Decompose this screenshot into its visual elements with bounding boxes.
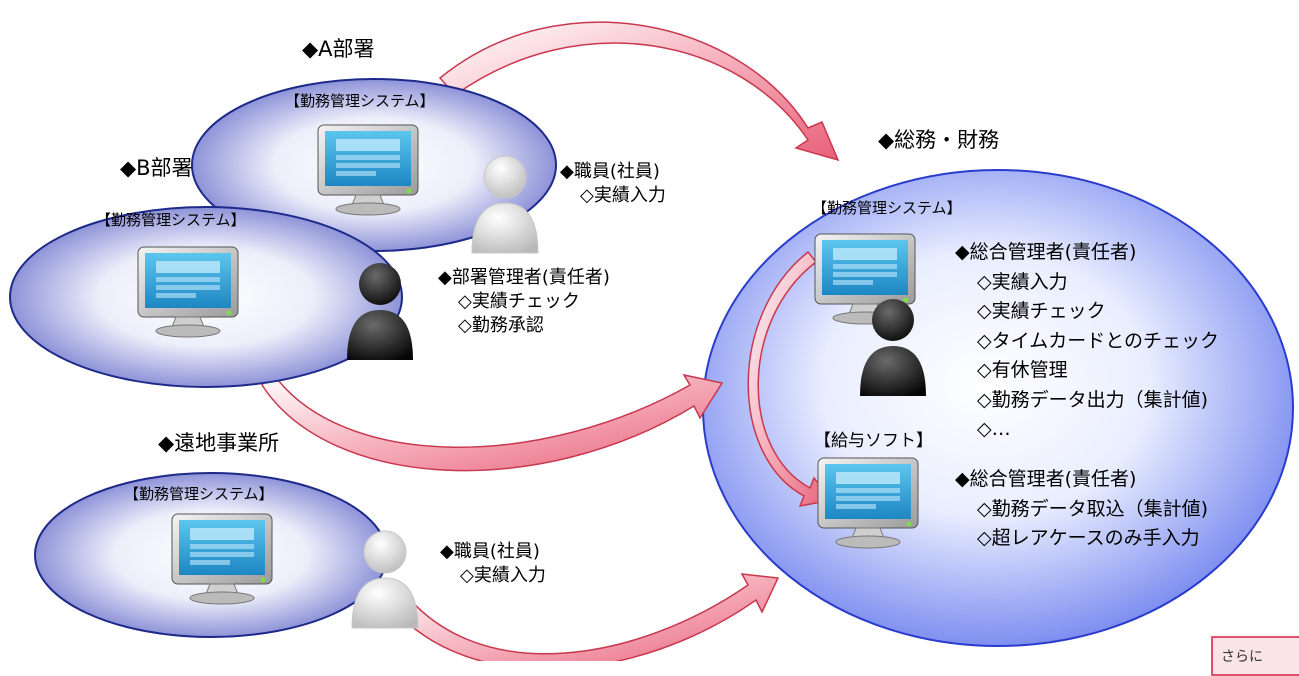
- arrow-b-to-hq: [261, 370, 724, 472]
- dept-a-staff: ◆職員(社員) ◇実績入力: [560, 160, 666, 208]
- arrow-system-to-payroll: [747, 250, 834, 507]
- hq-title: ◆総務・財務: [878, 128, 1000, 152]
- dept-a-system-label: 【勤務管理システム】: [285, 92, 435, 110]
- remote-title: ◆遠地事業所: [158, 431, 280, 455]
- dept-b-manager: ◆部署管理者(責任者) ◇実績チェック ◇勤務承認: [438, 266, 610, 338]
- remote-staff: ◆職員(社員) ◇実績入力: [440, 540, 546, 588]
- diagram-canvas: ◆A部署 【勤務管理システム】 ◆職員(社員) ◇実績入力 ◆B部署 【勤務管理…: [9, 21, 1299, 676]
- hq-system-label: 【勤務管理システム】: [812, 199, 962, 217]
- arrow-a-to-hq: [438, 21, 840, 162]
- role-title: ◆職員(社員): [440, 541, 540, 562]
- task-item: ◇タイムカードとのチェック: [977, 329, 1220, 352]
- task-item: ◇実績チェック: [977, 300, 1106, 322]
- task-item: ◇勤務承認: [458, 315, 544, 336]
- dept-b-system-label: 【勤務管理システム】: [96, 211, 246, 229]
- role-title: ◆部署管理者(責任者): [438, 267, 610, 288]
- role-title: ◆総合管理者(責任者): [955, 241, 1137, 263]
- hq-payroll-label: 【給与ソフト】: [814, 431, 933, 451]
- role-title: ◆総合管理者(責任者): [955, 468, 1137, 490]
- task-item: ◇勤務データ出力（集計値): [977, 388, 1209, 411]
- task-item: ◇実績チェック: [458, 291, 580, 312]
- task-item: ◇実績入力: [460, 565, 546, 586]
- corner-note: さらに: [1211, 636, 1299, 676]
- arrow-remote-to-hq: [389, 573, 780, 661]
- task-item: ◇実績入力: [977, 270, 1068, 293]
- dept-a-title: ◆A部署: [302, 37, 375, 61]
- hq-admin: ◆総合管理者(責任者) ◇実績入力 ◇実績チェック ◇タイムカードとのチェック …: [955, 238, 1219, 445]
- remote-system-label: 【勤務管理システム】: [124, 485, 274, 503]
- dept-b-title: ◆B部署: [120, 156, 193, 180]
- task-item: ◇有休管理: [977, 359, 1068, 381]
- role-title: ◆職員(社員): [560, 161, 660, 182]
- hq-payroll-admin: ◆総合管理者(責任者) ◇勤務データ取込（集計値) ◇超レアケースのみ手入力: [955, 465, 1208, 554]
- task-item: ◇…: [977, 418, 1011, 440]
- task-item: ◇実績入力: [580, 185, 666, 206]
- diagram-graphics: [9, 21, 1294, 661]
- task-item: ◇勤務データ取込（集計値): [977, 497, 1209, 520]
- task-item: ◇超レアケースのみ手入力: [977, 527, 1200, 549]
